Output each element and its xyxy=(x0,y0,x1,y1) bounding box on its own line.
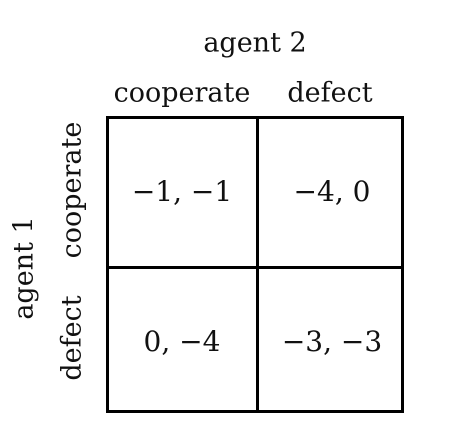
row-player-label: agent 1 xyxy=(8,216,40,320)
row-action-defect: defect xyxy=(56,295,88,381)
payoff-cell-defect-defect: −3, −3 xyxy=(281,325,383,358)
payoff-cell-defect-cooperate: 0, −4 xyxy=(143,325,221,358)
grid-divider-horizontal xyxy=(109,266,401,269)
column-action-defect: defect xyxy=(287,77,373,109)
payoff-cell-cooperate-cooperate: −1, −1 xyxy=(131,175,233,208)
row-action-cooperate: cooperate xyxy=(56,121,88,259)
payoff-grid: −1, −1 −4, 0 0, −4 −3, −3 xyxy=(106,116,404,413)
grid-divider-vertical xyxy=(256,119,259,410)
column-player-label: agent 2 xyxy=(203,27,307,59)
payoff-cell-cooperate-defect: −4, 0 xyxy=(293,175,371,208)
column-action-cooperate: cooperate xyxy=(113,77,251,109)
